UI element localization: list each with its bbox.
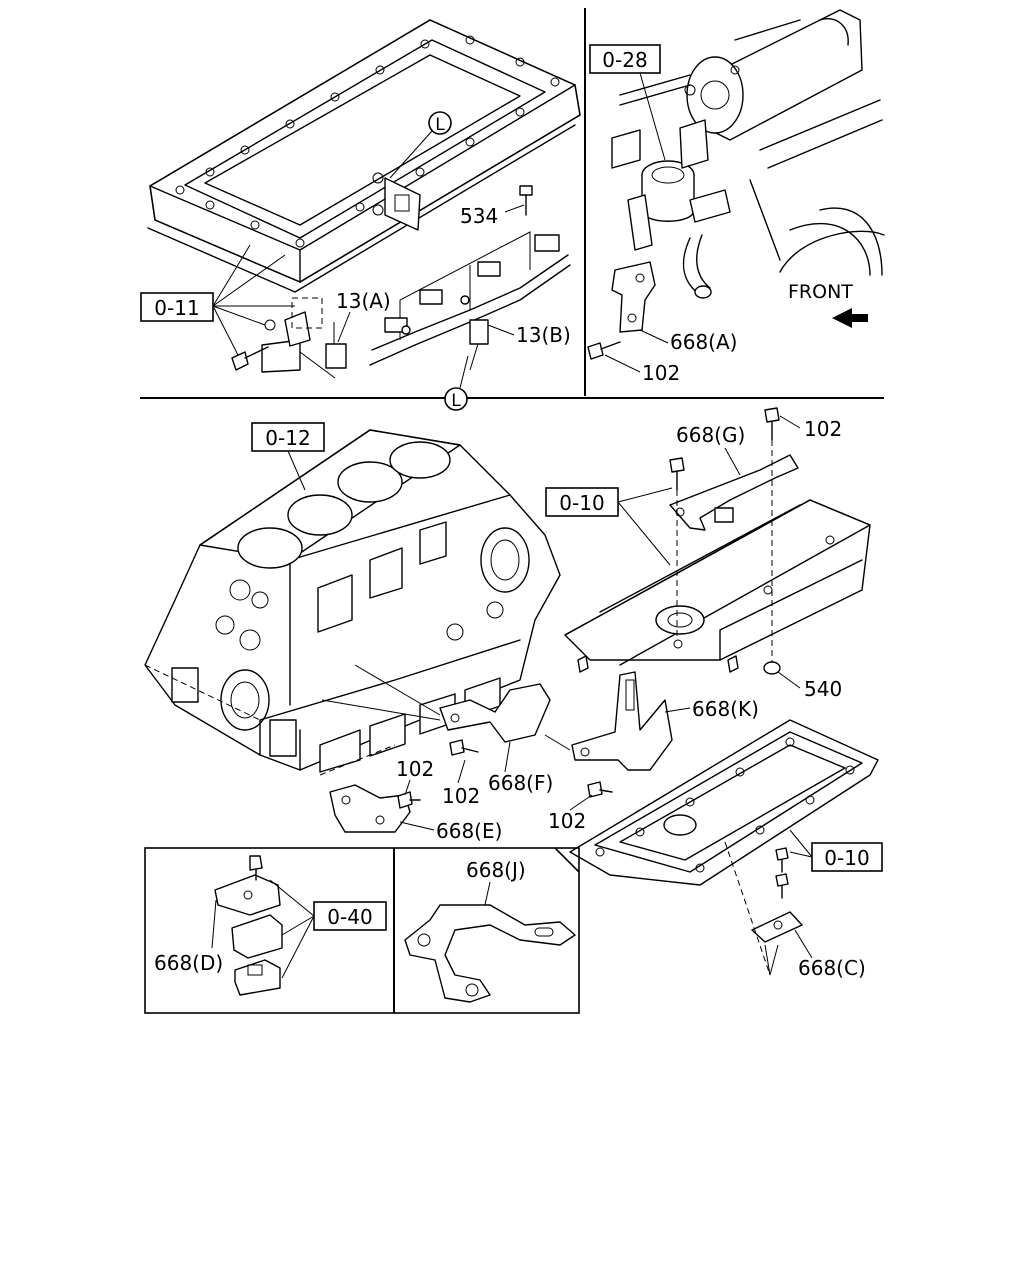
label-102-k: 102 [548, 809, 586, 833]
cylinder-block-drawing [144, 429, 561, 776]
ref-label-0-40: 0-40 [327, 905, 372, 929]
ref-label-0-11: 0-11 [154, 296, 199, 320]
label-668g: 668(G) [676, 423, 745, 447]
label-102-f: 102 [442, 784, 480, 808]
ref-box-0-10-a [545, 487, 619, 517]
bracket-d-drawing [214, 855, 283, 996]
label-13a: 13(A) [336, 289, 391, 313]
front-arrow-icon [832, 308, 868, 328]
oil-pan-drawing [147, 19, 581, 293]
ref-label-0-12: 0-12 [265, 426, 310, 450]
label-668c: 668(C) [798, 956, 866, 980]
label-668j: 668(J) [466, 858, 526, 882]
label-534: 534 [460, 204, 498, 228]
ref-label-0-10-b: 0-10 [824, 846, 869, 870]
wiring-harness-drawing [231, 185, 571, 379]
oil-pan-lower-drawing [569, 719, 879, 976]
ref-label-0-28: 0-28 [602, 48, 647, 72]
ref-box-0-40 [313, 901, 387, 931]
ref-box-0-28 [589, 44, 661, 74]
label-668d: 668(D) [154, 951, 223, 975]
label-102-top: 102 [642, 361, 680, 385]
turbo-pump-drawing [587, 9, 885, 360]
label-102-g: 102 [804, 417, 842, 441]
bracket-k-drawing [544, 671, 673, 798]
label-540: 540 [804, 677, 842, 701]
label-668k: 668(K) [692, 697, 759, 721]
ref-label-0-10-a: 0-10 [559, 491, 604, 515]
label-13b: 13(B) [516, 323, 571, 347]
label-668a: 668(A) [670, 330, 737, 354]
callout-l-top-circle [428, 111, 452, 135]
ref-box-0-11 [140, 292, 214, 322]
lower-crankcase-drawing [564, 407, 871, 675]
label-668f: 668(F) [488, 771, 553, 795]
label-668e: 668(E) [436, 819, 502, 843]
bracket-j-drawing [404, 904, 576, 1003]
callout-l-top: L [435, 115, 445, 135]
label-front: FRONT [788, 281, 853, 303]
inset-frame [144, 847, 580, 1014]
callout-l-bottom-circle [444, 387, 468, 411]
label-102-e: 102 [396, 757, 434, 781]
callout-l-bottom: L [451, 391, 461, 411]
bracket-drawings [321, 664, 551, 833]
